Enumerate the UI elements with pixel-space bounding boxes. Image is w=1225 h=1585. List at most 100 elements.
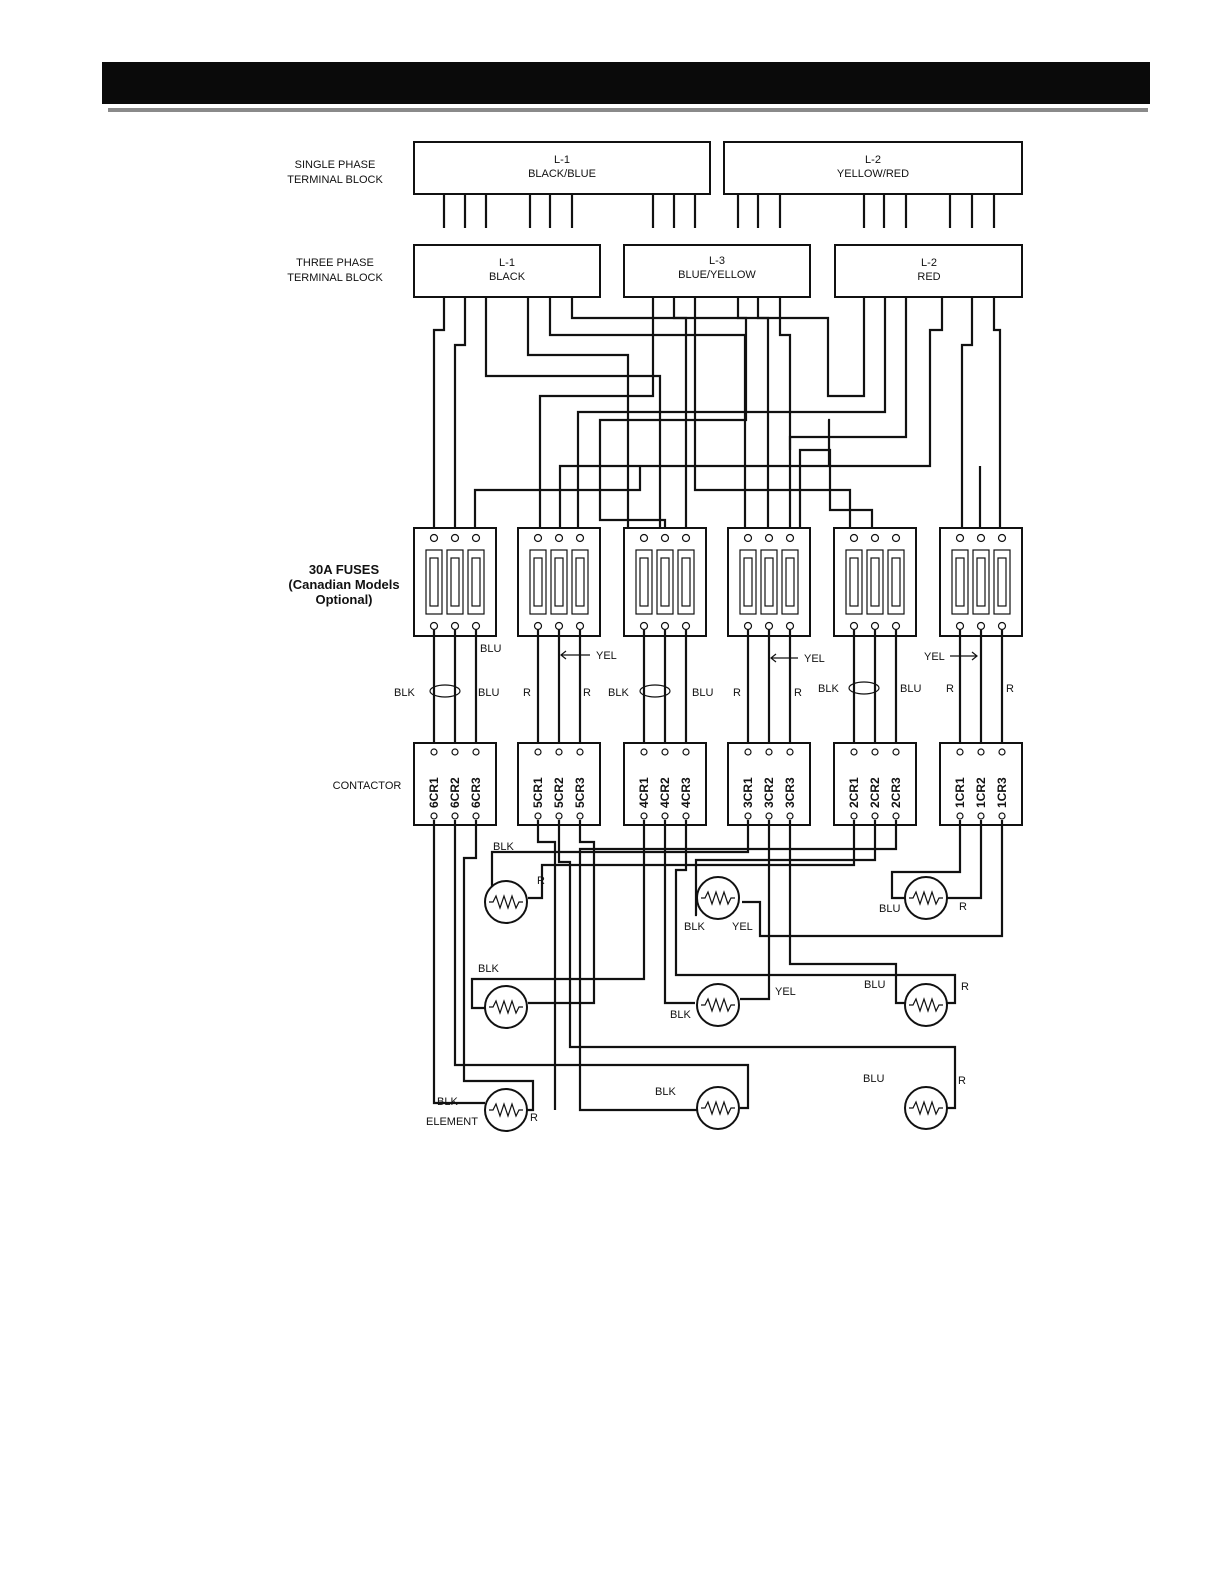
single-phase-l1-name: L-1 <box>554 154 570 166</box>
three-phase-l3-name: L-3 <box>709 255 725 267</box>
pole-5cr3: 5CR3 <box>573 777 587 808</box>
contactor-2 <box>833 742 917 826</box>
pole-4cr1: 4CR1 <box>637 777 651 808</box>
contactor-5 <box>517 742 601 826</box>
pole-2cr2: 2CR2 <box>868 777 882 808</box>
label-r-5b: R <box>583 687 591 699</box>
three-phase-l3-color: BLUE/YELLOW <box>678 269 756 281</box>
three-phase-l2-name: L-2 <box>921 257 937 269</box>
label-blu-6b: BLU <box>478 687 499 699</box>
label-r-1a: R <box>946 683 954 695</box>
label-yel-1: YEL <box>924 651 945 663</box>
element-6 <box>904 983 948 1027</box>
label-blu-e9: BLU <box>863 1073 884 1085</box>
label-blk-e7: BLK <box>437 1096 458 1108</box>
label-blk-6: BLK <box>394 687 415 699</box>
element-1 <box>484 880 528 924</box>
pole-5cr2: 5CR2 <box>552 777 566 808</box>
label-yel-e2: YEL <box>732 921 753 933</box>
label-blk-e1: BLK <box>493 841 514 853</box>
single-phase-block-l2 <box>723 141 1023 195</box>
pole-3cr1: 3CR1 <box>741 777 755 808</box>
heating-elements <box>484 876 948 1132</box>
header-bar <box>102 62 1150 104</box>
cable-ties <box>429 650 978 698</box>
label-r-3b: R <box>794 687 802 699</box>
contactor-1 <box>939 742 1023 826</box>
label-r-3a: R <box>733 687 741 699</box>
element-4 <box>484 985 528 1029</box>
pole-4cr2: 4CR2 <box>658 777 672 808</box>
label-blk-e5: BLK <box>670 1009 691 1021</box>
label-blk-e4: BLK <box>478 963 499 975</box>
contactor-pole-labels: 6CR1 6CR2 6CR3 5CR1 5CR2 5CR3 4CR1 4CR2 … <box>427 777 1009 808</box>
element-8 <box>696 1086 740 1130</box>
header-rule <box>108 108 1148 112</box>
distribution-wiring <box>432 297 1002 530</box>
three-phase-block-l3 <box>623 244 811 298</box>
fuse-block-1 <box>939 527 1023 637</box>
label-blu-4: BLU <box>692 687 713 699</box>
label-blu-6a: BLU <box>480 643 501 655</box>
element-3 <box>904 876 948 920</box>
single-phase-l2-name: L-2 <box>865 154 881 166</box>
pole-5cr1: 5CR1 <box>531 777 545 808</box>
pole-1cr1: 1CR1 <box>953 777 967 808</box>
element-9 <box>904 1086 948 1130</box>
pole-1cr2: 1CR2 <box>974 777 988 808</box>
element-2 <box>696 876 740 920</box>
label-r-e1: R <box>537 875 545 887</box>
label-blu-2: BLU <box>900 683 921 695</box>
pole-3cr2: 3CR2 <box>762 777 776 808</box>
single-phase-label-2: TERMINAL BLOCK <box>287 174 383 186</box>
fuse-block-2 <box>833 527 917 637</box>
fuse-block-3 <box>727 527 811 637</box>
label-yel-3: YEL <box>804 653 825 665</box>
pole-2cr1: 2CR1 <box>847 777 861 808</box>
label-blk-2: BLK <box>818 683 839 695</box>
label-blu-e3: BLU <box>879 903 900 915</box>
fuses-label-3: Optional) <box>315 592 372 607</box>
single-phase-label-1: SINGLE PHASE <box>295 159 376 171</box>
single-phase-l1-color: BLACK/BLUE <box>528 168 596 180</box>
element-7 <box>484 1088 528 1132</box>
pole-1cr3: 1CR3 <box>995 777 1009 808</box>
pole-6cr2: 6CR2 <box>448 777 462 808</box>
label-blu-e6: BLU <box>864 979 885 991</box>
label-yel-5: YEL <box>596 650 617 662</box>
label-r-5a: R <box>523 687 531 699</box>
single-phase-stubs <box>442 194 996 228</box>
three-phase-l1-name: L-1 <box>499 257 515 269</box>
contactor-6 <box>413 742 497 826</box>
three-phase-block-l2 <box>834 244 1023 298</box>
single-phase-l2-color: YELLOW/RED <box>837 168 909 180</box>
fuse-block-4 <box>623 527 707 637</box>
pole-4cr3: 4CR3 <box>679 777 693 808</box>
element-5 <box>696 983 740 1027</box>
fuse-block-5 <box>517 527 601 637</box>
pole-6cr3: 6CR3 <box>469 777 483 808</box>
label-r-e7: R <box>530 1112 538 1124</box>
label-r-e9: R <box>958 1075 966 1087</box>
contactor-label: CONTACTOR <box>333 780 402 792</box>
label-blk-e2: BLK <box>684 921 705 933</box>
element-wiring <box>432 820 1004 1112</box>
three-phase-l2-color: RED <box>917 271 940 283</box>
fuses-label-2: (Canadian Models <box>288 577 399 592</box>
label-yel-e5: YEL <box>775 986 796 998</box>
fuses-label-1: 30A FUSES <box>309 562 380 577</box>
label-blk-4: BLK <box>608 687 629 699</box>
single-phase-block-l1 <box>413 141 711 195</box>
fuse-contactor-wires <box>432 630 1004 745</box>
pole-6cr1: 6CR1 <box>427 777 441 808</box>
pole-2cr3: 2CR3 <box>889 777 903 808</box>
three-phase-block-l1 <box>413 244 601 298</box>
label-element: ELEMENT <box>426 1116 478 1128</box>
contactor-3 <box>727 742 811 826</box>
label-r-1b: R <box>1006 683 1014 695</box>
label-blk-e8: BLK <box>655 1086 676 1098</box>
three-phase-l1-color: BLACK <box>489 271 526 283</box>
label-r-e3: R <box>959 901 967 913</box>
fuse-block-6 <box>413 527 497 637</box>
